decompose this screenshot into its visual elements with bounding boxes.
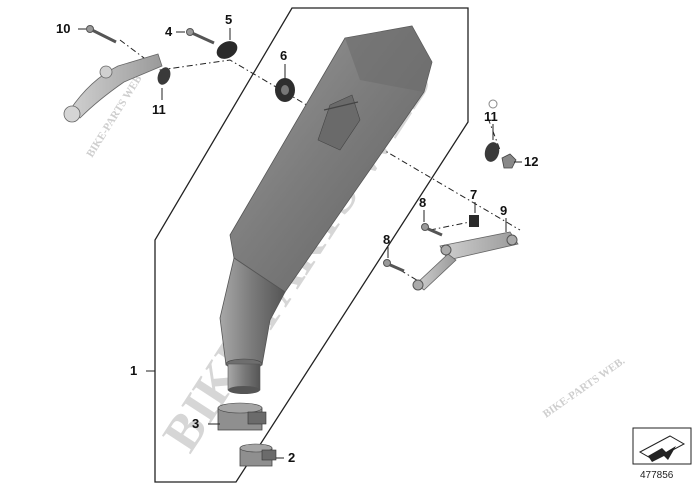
callout-12: 12 — [524, 154, 538, 169]
callout-1: 1 — [130, 363, 137, 378]
callout-2: 2 — [288, 450, 295, 465]
assembly-frame — [154, 7, 469, 483]
callout-9: 9 — [500, 203, 507, 218]
screw-part-8-lower — [383, 259, 405, 273]
bracket-part-9 — [412, 231, 519, 291]
callout-11-right: 11 — [484, 109, 498, 124]
callouts: 10 4 5 6 11 11 12 7 8 9 8 1 3 2 — [56, 12, 538, 465]
reference-number: 477856 — [640, 470, 674, 481]
bracket-left — [63, 53, 163, 123]
callout-3: 3 — [192, 416, 199, 431]
callout-6: 6 — [280, 48, 287, 63]
clamp-part-2 — [239, 443, 277, 467]
watermark-small-right: BIKE-PARTS WEB. — [541, 355, 628, 421]
screw-part-10 — [86, 25, 117, 44]
leader-lines — [78, 28, 522, 459]
clamp-part-3 — [217, 402, 267, 431]
callout-5: 5 — [225, 12, 232, 27]
washer-part-11-right — [484, 99, 500, 162]
grommet-part-6 — [275, 78, 295, 102]
reference-box: 477856 — [632, 427, 692, 481]
callout-4: 4 — [165, 24, 173, 39]
screw-part-4 — [186, 28, 215, 45]
callout-8-lower: 8 — [383, 232, 390, 247]
damper-part-5 — [216, 41, 238, 59]
spacer-part-7 — [469, 215, 479, 227]
callout-8-upper: 8 — [419, 195, 426, 210]
muffler-part-1 — [219, 25, 433, 394]
arrow-sheet-icon — [638, 435, 686, 462]
callout-7: 7 — [470, 187, 477, 202]
callout-10: 10 — [56, 21, 70, 36]
nut-part-12 — [501, 153, 517, 169]
washer-part-11-left — [157, 67, 171, 85]
screw-part-8-upper — [421, 223, 443, 237]
callout-11-left: 11 — [152, 102, 166, 117]
